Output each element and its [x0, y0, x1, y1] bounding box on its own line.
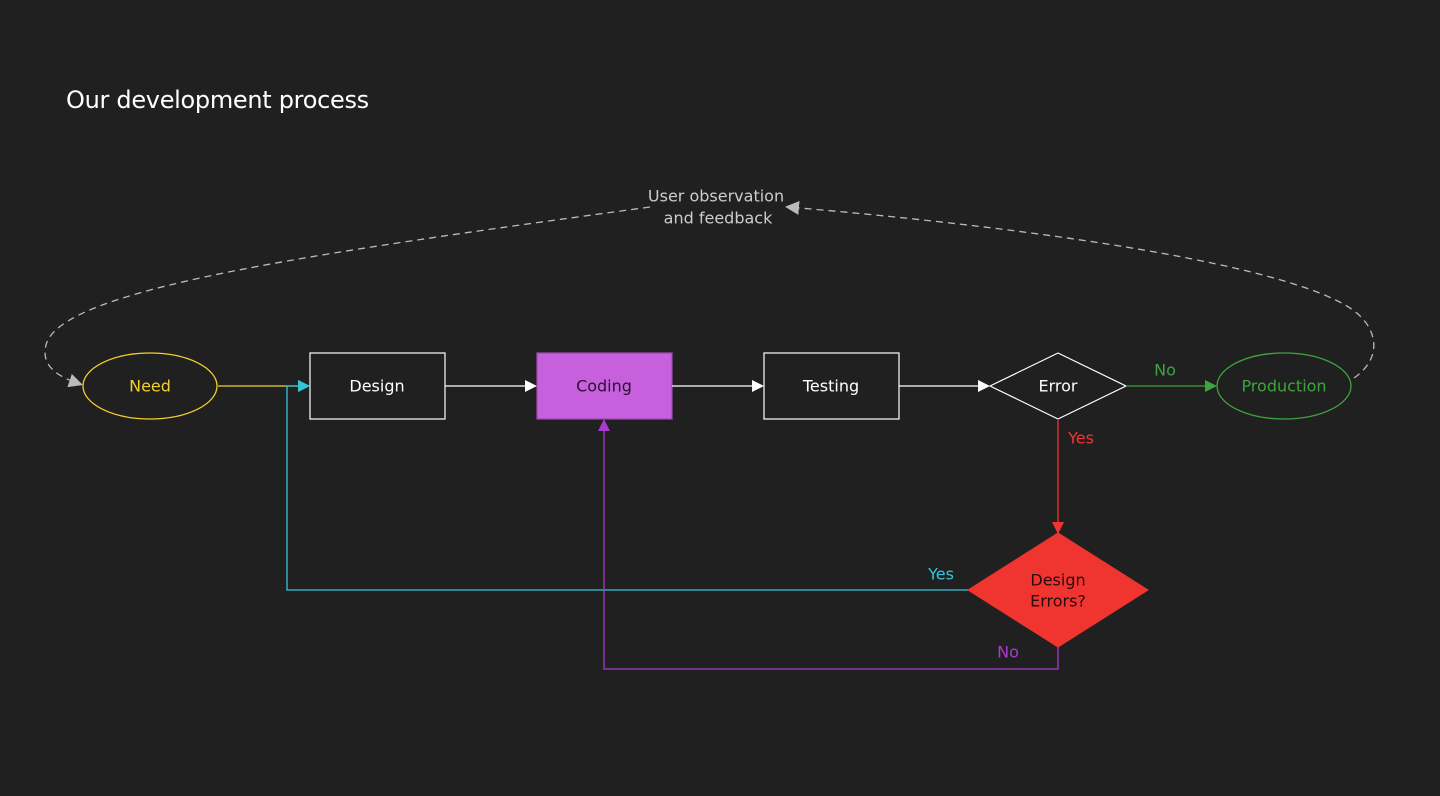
edge-design-errors-design	[286, 380, 968, 591]
node-production-label: Production	[1241, 377, 1326, 396]
node-design-errors[interactable]: Design Errors?	[967, 532, 1149, 648]
node-need[interactable]: Need	[82, 352, 218, 420]
feedback-label-line2: and feedback	[664, 209, 773, 228]
node-design-errors-label-line1: Design	[1030, 571, 1085, 590]
node-design[interactable]: Design	[309, 352, 446, 420]
edge-label-error-yes: Yes	[1067, 429, 1094, 448]
feedback-curve-left	[44, 206, 651, 388]
node-design-label: Design	[349, 377, 404, 396]
node-testing[interactable]: Testing	[763, 352, 900, 420]
node-error-label: Error	[1039, 377, 1078, 396]
page-title: Our development process	[66, 86, 369, 114]
node-design-errors-label-line2: Errors?	[1030, 592, 1086, 611]
edge-label-design-errors-yes: Yes	[927, 565, 954, 584]
node-need-label: Need	[129, 377, 171, 396]
node-coding-label: Coding	[576, 377, 632, 396]
node-testing-label: Testing	[802, 377, 859, 396]
node-error[interactable]: Error	[988, 352, 1128, 420]
node-production[interactable]: Production	[1216, 352, 1352, 420]
edge-label-error-no: No	[1154, 361, 1176, 380]
edge-label-design-errors-no: No	[997, 643, 1019, 662]
node-coding[interactable]: Coding	[536, 352, 673, 420]
feedback-label-line1: User observation	[648, 187, 784, 206]
edge-design-errors-coding	[598, 419, 1059, 670]
feedback-curve-right	[785, 200, 1375, 379]
